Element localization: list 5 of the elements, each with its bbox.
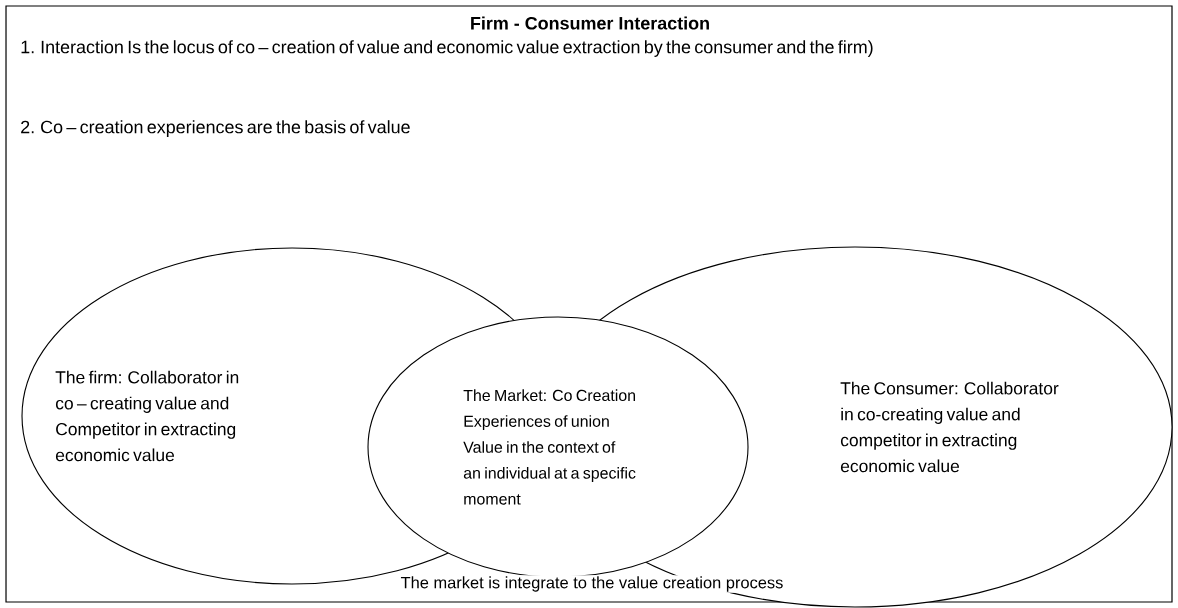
numbered-point: 1. Interaction Is the locus of co – creation of value and economic value extraction by the consumer and the firm) (21, 40, 873, 57)
diagram-title: Firm - Consumer Interaction (471, 16, 709, 30)
node-label: The Consumer: Collaborator in co-creating value and competitor in extracting economic value (840, 381, 1059, 473)
caption-text: The market is integrate to the value creation process (399, 575, 785, 593)
numbered-point: 2. Co – creation experiences are the basis of value (21, 120, 410, 137)
